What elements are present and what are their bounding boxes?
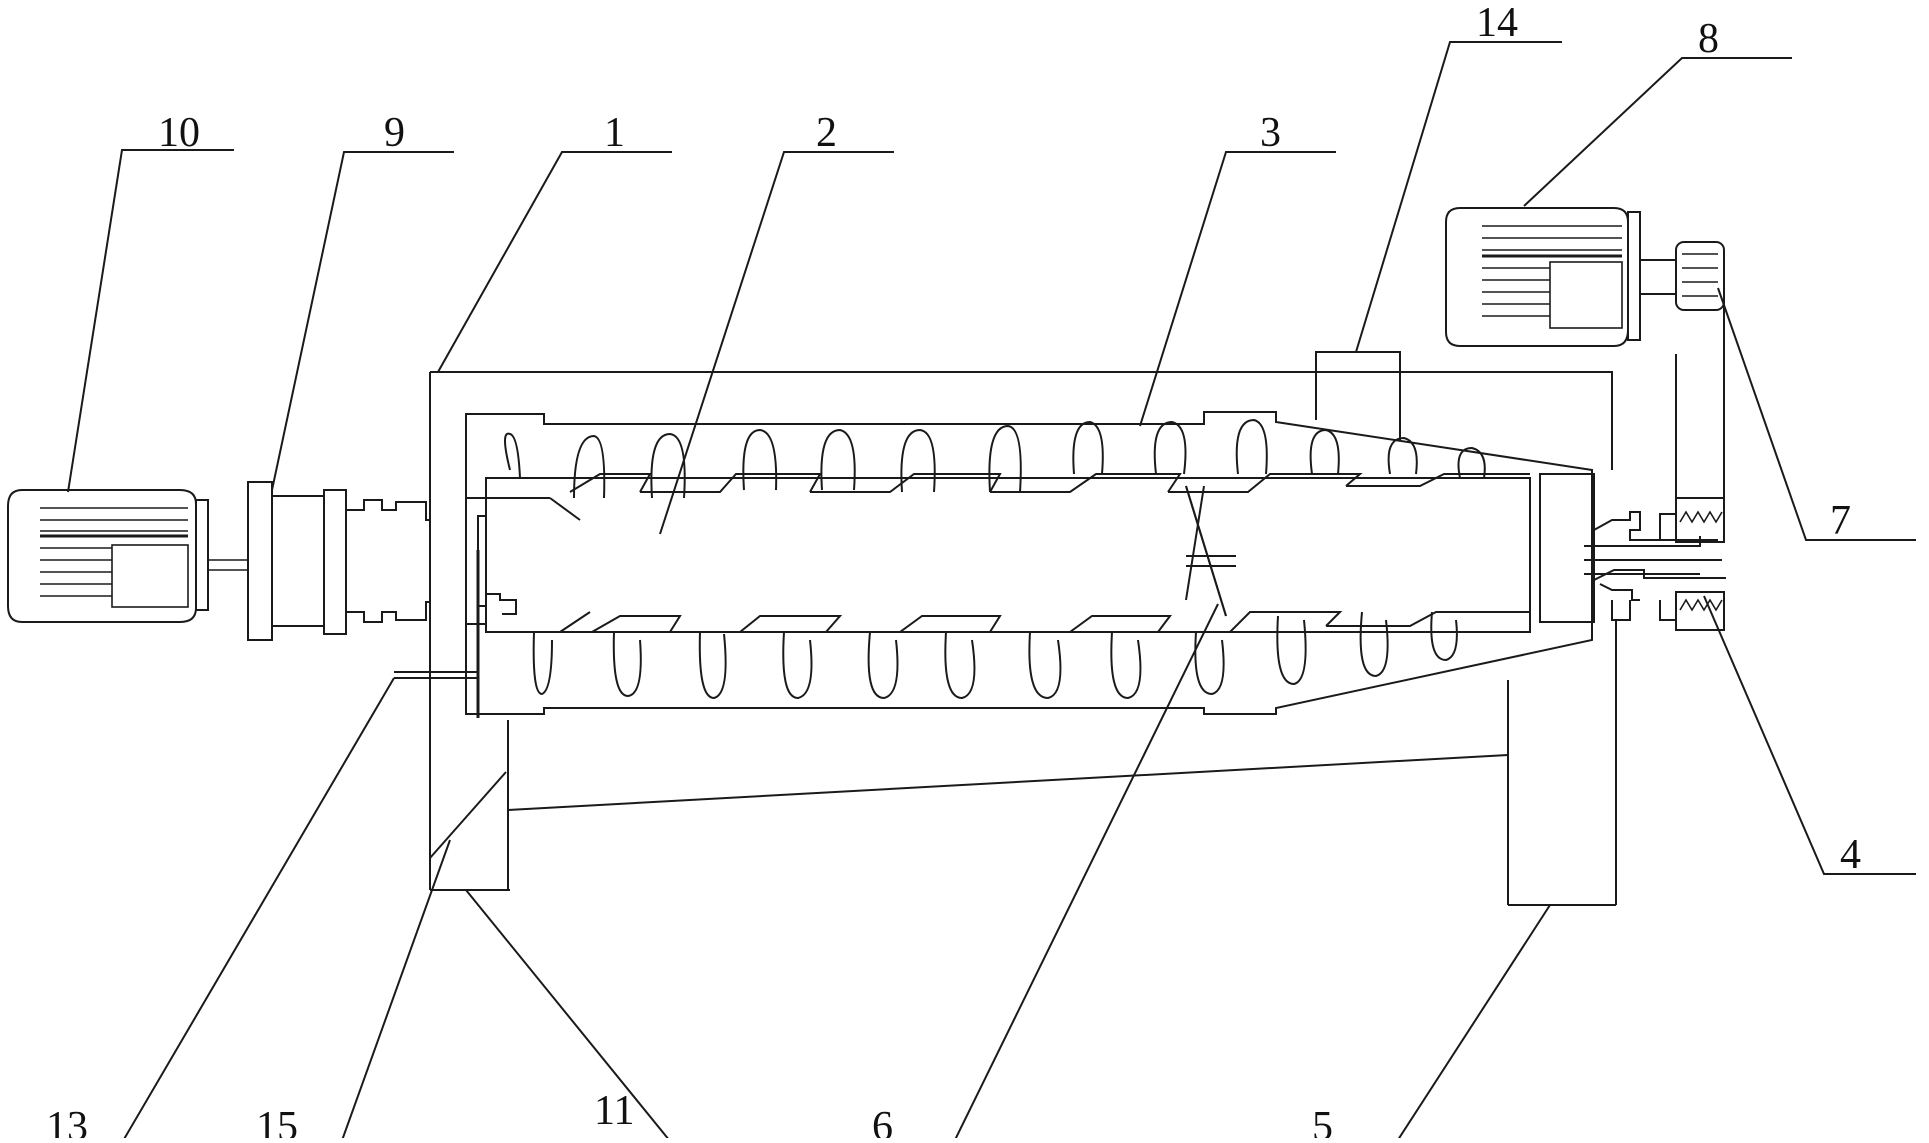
main-motor: [7, 489, 209, 623]
label-10: 10: [158, 110, 200, 156]
label-14: 14: [1476, 0, 1518, 46]
label-3: 3: [1260, 110, 1281, 156]
screw-conveyor: [485, 418, 1531, 700]
label-1: 1: [604, 110, 625, 156]
label-2: 2: [816, 110, 837, 156]
feed-inlet: [1315, 351, 1401, 372]
gearbox: [247, 481, 430, 641]
label-11: 11: [594, 1088, 634, 1134]
label-5: 5: [1312, 1104, 1333, 1138]
drive-pulley: [1675, 497, 1725, 631]
drum-bowl: [465, 411, 1593, 715]
feed-pipe: [394, 550, 517, 718]
auxiliary-motor: [1445, 207, 1725, 347]
label-6: 6: [872, 1104, 893, 1138]
label-13: 13: [46, 1104, 88, 1138]
label-7: 7: [1830, 498, 1851, 544]
outer-casing: [429, 351, 1631, 906]
label-4: 4: [1840, 832, 1861, 878]
drive-belt: [1675, 300, 1725, 540]
label-15: 15: [256, 1104, 298, 1138]
bearing-assembly: [1539, 473, 1726, 623]
part-labels: 10 9 1 2 3 14 8 7 4 5 6 11 15 13: [46, 0, 1861, 1143]
leader-lines: [67, 41, 1916, 1143]
label-8: 8: [1698, 16, 1719, 62]
separation-baffle: [1185, 485, 1236, 617]
label-9: 9: [384, 110, 405, 156]
